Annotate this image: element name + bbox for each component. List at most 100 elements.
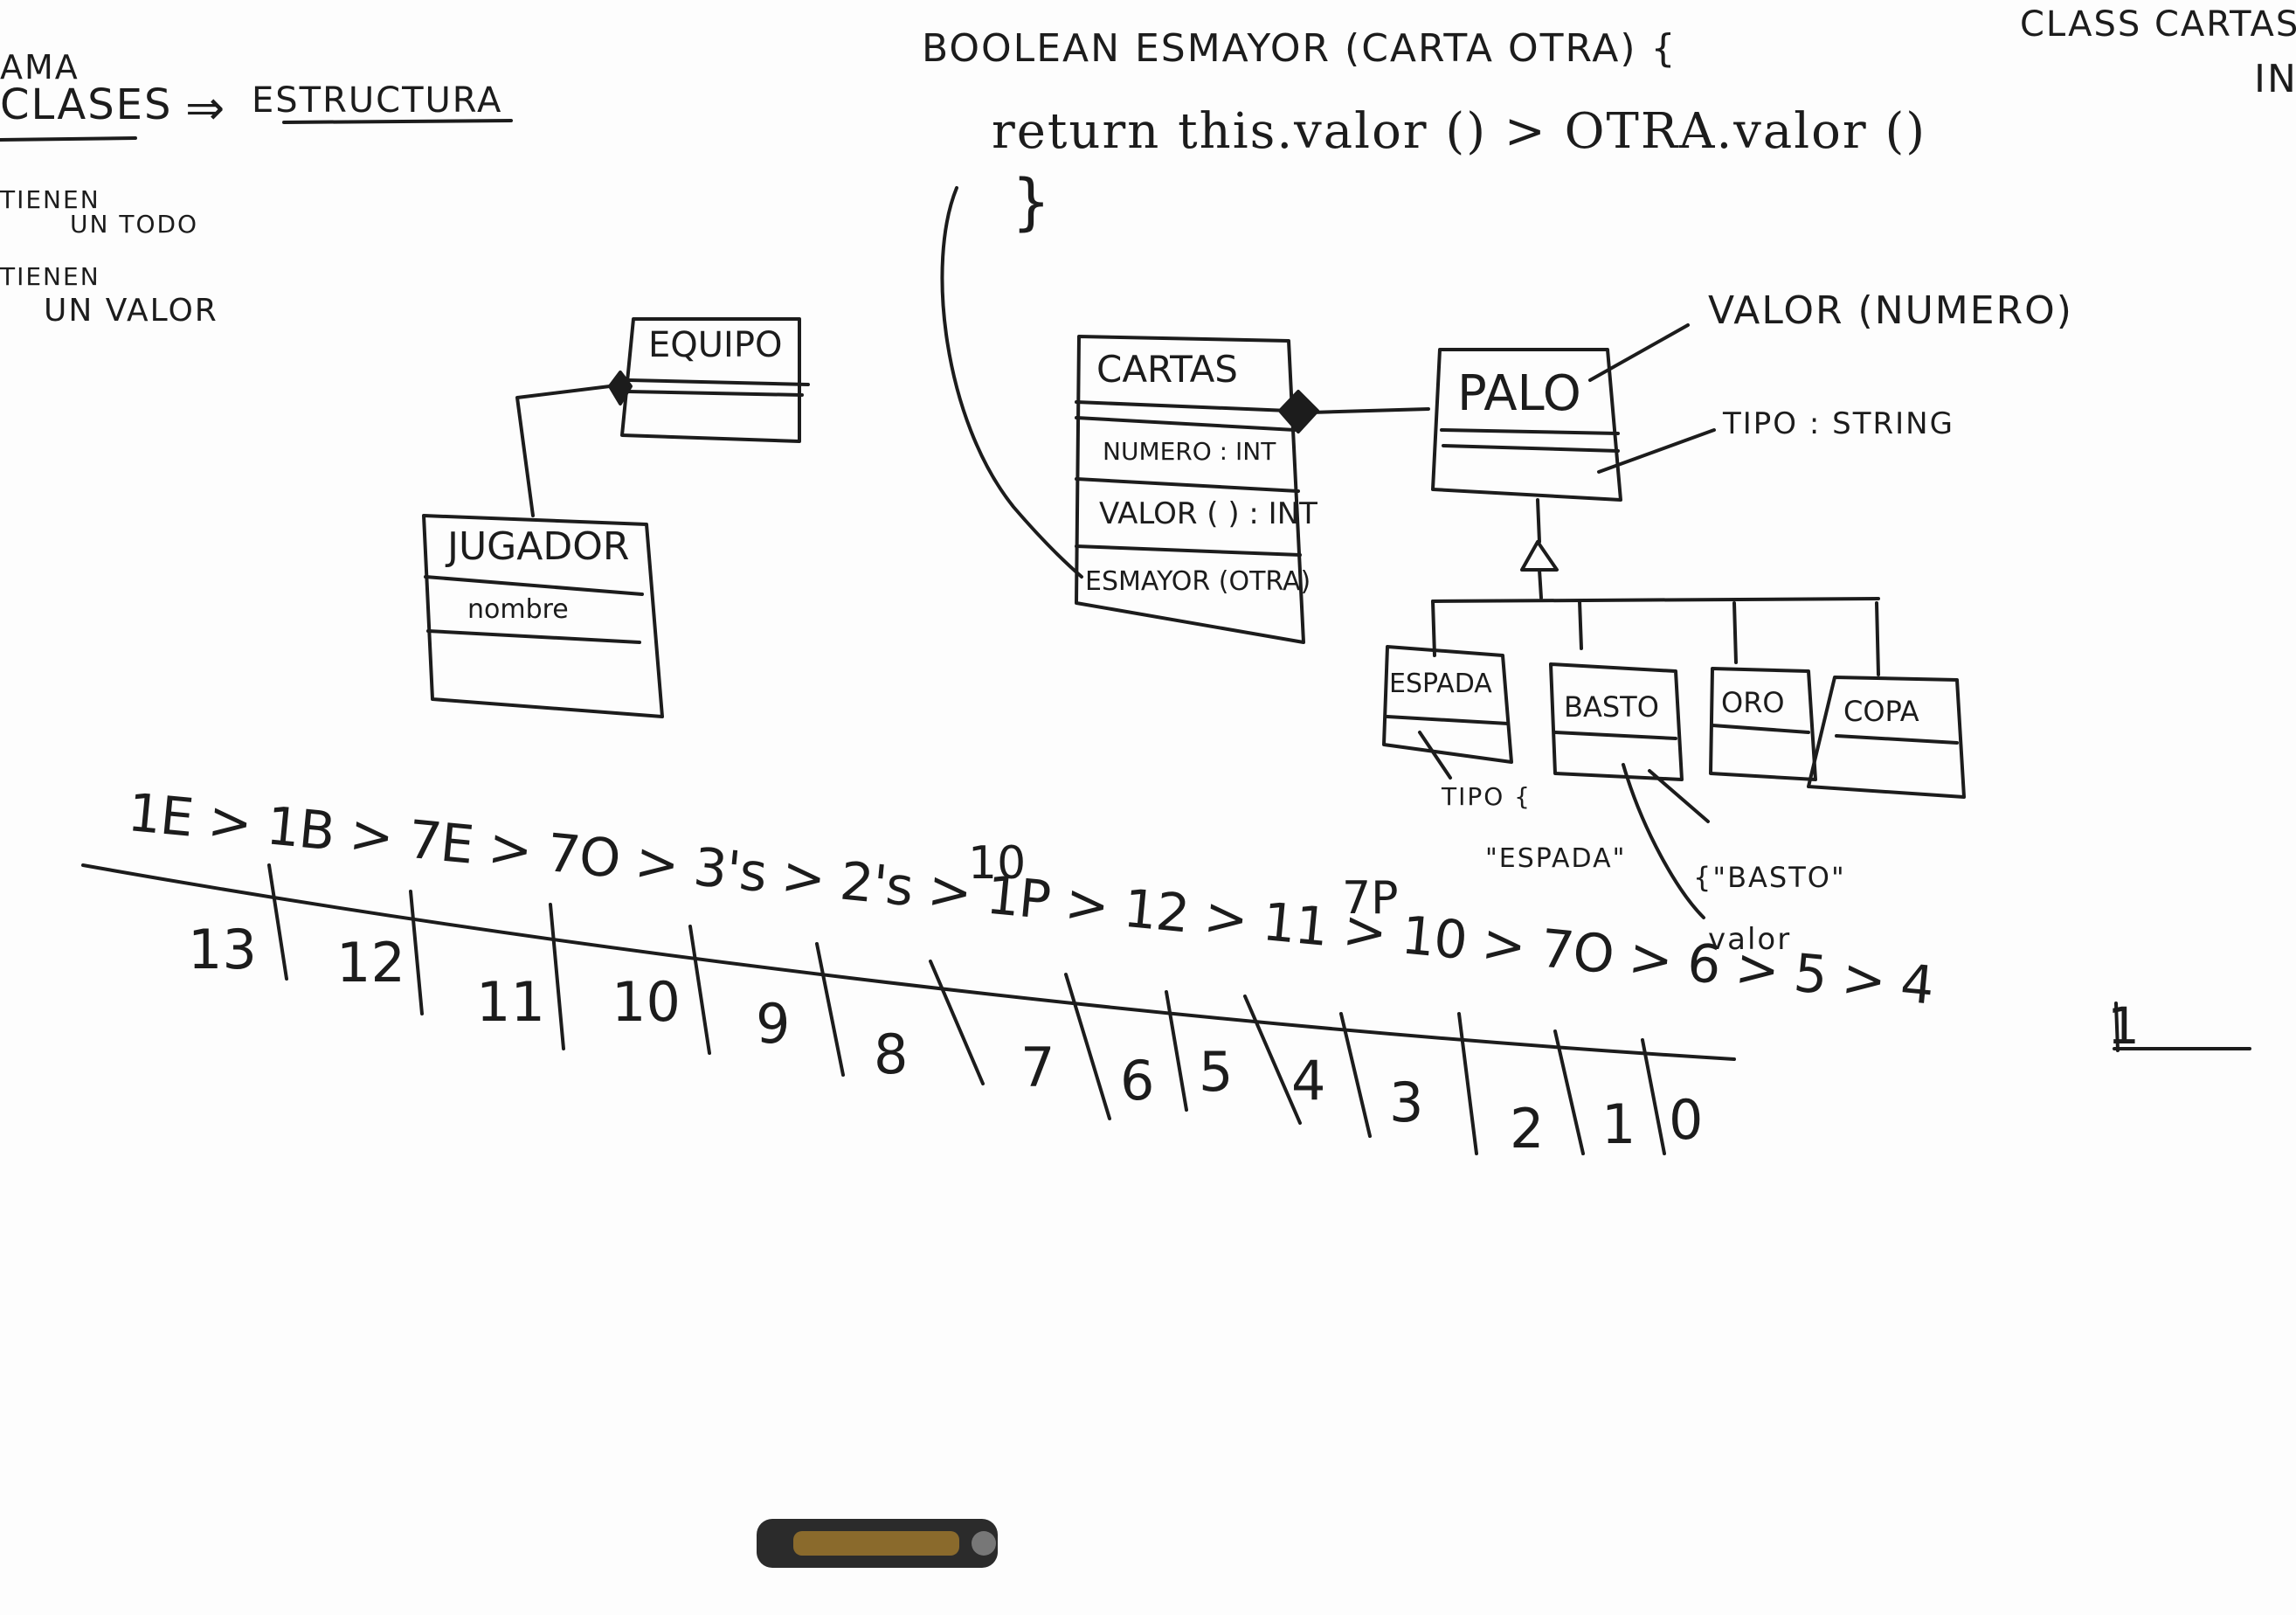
rank-tick xyxy=(1553,1029,1585,1155)
inheritance-drop-basto xyxy=(1578,600,1583,650)
note-clases: CLASES xyxy=(0,80,173,129)
rank-tick xyxy=(1641,1038,1666,1155)
palo-divider-2 xyxy=(1442,444,1620,453)
rank-score: 12 xyxy=(336,931,405,995)
rank-tick xyxy=(688,925,711,1055)
palo-box xyxy=(1431,348,1622,502)
copa-divider xyxy=(1835,734,1959,745)
ranking-above-7p: 7P xyxy=(1342,872,1399,925)
basto-note-valor: valor xyxy=(1708,922,1792,957)
clases-underline xyxy=(0,136,137,142)
uml-espada-title: ESPADA xyxy=(1389,669,1492,699)
code-close-brace: } xyxy=(1012,166,1053,238)
uml-equipo-title: EQUIPO xyxy=(648,325,783,365)
rank-tick xyxy=(929,960,985,1085)
palo-valor-leader xyxy=(1588,323,1690,382)
rank-tick xyxy=(549,903,565,1050)
rank-tick xyxy=(1165,990,1188,1112)
rank-tick xyxy=(409,890,424,1015)
uml-palo-title: PALO xyxy=(1457,365,1581,422)
rank-score: 4 xyxy=(1291,1049,1326,1112)
palo-note-valor: VALOR (NUMERO) xyxy=(1708,288,2073,333)
basto-note-value: {"BASTO" xyxy=(1693,861,1846,894)
basto-note-leader-2 xyxy=(1648,769,1710,823)
cartas-divider-1 xyxy=(1075,400,1290,412)
stray-mark: 1 xyxy=(2107,996,2141,1056)
rank-score: 10 xyxy=(612,970,681,1034)
code-return: return this.valor () > OTRA.valor () xyxy=(992,103,1927,160)
rank-score: 5 xyxy=(1199,1040,1234,1104)
palo-divider-1 xyxy=(1440,428,1620,435)
cartas-divider-2 xyxy=(1075,416,1297,432)
cartas-divider-4 xyxy=(1075,544,1302,557)
inheritance-stem xyxy=(1536,498,1541,544)
cartas-diamond xyxy=(1278,390,1319,433)
uml-oro-title: ORO xyxy=(1721,686,1785,719)
uml-cartas-method-valor: VALOR ( ) : INT xyxy=(1099,496,1317,531)
inheritance-drop-oro xyxy=(1732,601,1738,664)
right-edge-stroke xyxy=(2114,1002,2120,1052)
espada-note-tipo: TIPO { xyxy=(1442,782,1532,811)
rank-score: 8 xyxy=(874,1022,909,1086)
note-tienen-1: TIENEN xyxy=(0,185,100,214)
inheritance-bar xyxy=(1431,597,1880,603)
rank-tick xyxy=(267,863,288,981)
note-arrow: ⇒ xyxy=(185,80,227,135)
uml-cartas-title: CARTAS xyxy=(1096,348,1238,391)
rank-tick xyxy=(1243,995,1302,1125)
equipo-divider-1 xyxy=(627,378,810,386)
rank-score: 11 xyxy=(476,970,545,1034)
rank-tick xyxy=(1339,1012,1372,1138)
rank-score: 0 xyxy=(1669,1088,1704,1152)
code-bracket-line xyxy=(940,186,1083,579)
rank-score: 3 xyxy=(1389,1071,1424,1134)
equipo-diamond xyxy=(608,371,633,405)
uml-cartas-method-esmayor: ESMAYOR (OTRA) xyxy=(1085,566,1311,597)
cartas-palo-link xyxy=(1309,407,1430,414)
basto-divider xyxy=(1553,731,1677,740)
rank-tick xyxy=(1457,1012,1478,1155)
palo-tipo-leader xyxy=(1597,428,1716,474)
jugador-box xyxy=(422,514,664,718)
cartas-divider-3 xyxy=(1075,477,1300,493)
oro-divider xyxy=(1711,724,1810,734)
note-un-todo: UN TODO xyxy=(70,210,199,239)
inheritance-drop-espada xyxy=(1431,600,1436,657)
uml-basto-title: BASTO xyxy=(1564,690,1659,724)
note-class-cartas: CLASS CARTAS xyxy=(2020,4,2296,45)
uml-jugador-title: JUGADOR xyxy=(447,524,630,569)
rank-score: 9 xyxy=(756,992,791,1056)
note-ama: AMA xyxy=(0,48,80,87)
cartas-box xyxy=(1075,335,1305,644)
estructura-underline xyxy=(282,119,513,124)
jugador-divider-2 xyxy=(426,629,641,644)
basto-note-leader-1 xyxy=(1622,763,1705,919)
jugador-divider-1 xyxy=(424,575,644,596)
inheritance-triangle xyxy=(1520,540,1559,572)
copa-box xyxy=(1807,676,1966,799)
espada-note-value: "ESPADA" xyxy=(1485,843,1627,874)
equipo-divider-2 xyxy=(626,390,804,397)
uml-cartas-attr: NUMERO : INT xyxy=(1103,437,1276,466)
note-tienen-2: TIENEN xyxy=(0,262,100,291)
espada-box xyxy=(1382,645,1513,764)
oro-box xyxy=(1709,667,1817,781)
rank-score: 6 xyxy=(1120,1049,1155,1112)
code-signature: BOOLEAN ESMAYOR (CARTA OTRA) { xyxy=(922,26,1677,71)
ranking-above-10: 10 xyxy=(968,837,1027,890)
rank-tick xyxy=(815,942,845,1077)
espada-note-leader xyxy=(1418,731,1452,780)
palo-note-tipo: TIPO : STRING xyxy=(1723,406,1954,441)
jugador-equipo-link xyxy=(515,385,612,517)
rank-score: 1 xyxy=(1601,1092,1636,1156)
marker-tray xyxy=(757,1519,998,1568)
rank-score: 7 xyxy=(1020,1036,1055,1099)
note-un-valor: UN VALOR xyxy=(44,293,218,329)
espada-divider xyxy=(1386,715,1510,725)
rank-score: 13 xyxy=(188,918,257,981)
uml-jugador-attr: nombre xyxy=(467,594,569,625)
rank-tick xyxy=(1064,973,1111,1120)
inheritance-drop-copa xyxy=(1875,601,1880,676)
